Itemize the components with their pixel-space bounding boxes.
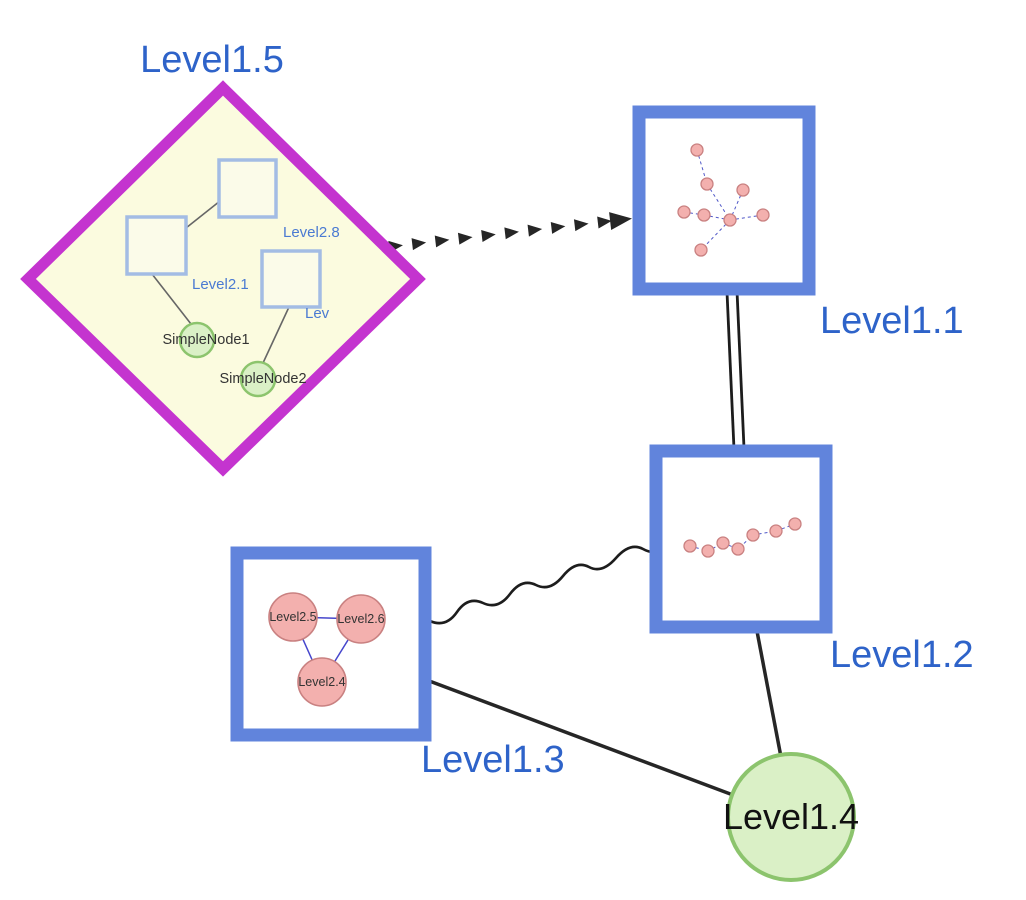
subnode-level21[interactable] [125, 215, 188, 276]
node-level14-group: Level1.4 [723, 752, 859, 882]
level11-mini-node[interactable] [690, 143, 704, 157]
level12-label: Level1.2 [830, 634, 974, 676]
simplenode2-label: SimpleNode2 [219, 371, 306, 387]
level28-label: Level2.8 [283, 224, 340, 241]
subnode-lev[interactable] [260, 249, 322, 309]
edge-level21-simplenode1 [151, 273, 192, 325]
level11-mini-node[interactable] [677, 205, 691, 219]
node-level11[interactable] [632, 105, 816, 296]
level12-mini-node[interactable] [788, 517, 802, 531]
node-level15[interactable] [20, 80, 426, 477]
subnode-simplenode1[interactable] [178, 321, 216, 359]
subnode-level24[interactable] [297, 657, 347, 707]
node-level12-group: Level1.2 [649, 444, 974, 676]
node-level15-group: Level1.5 Level2.8 Level2.1 Lev SimpleNod… [20, 39, 426, 477]
edge-lev-simplenode2 [262, 306, 290, 364]
level11-mini-node[interactable] [700, 177, 714, 191]
node-level13[interactable] [230, 546, 432, 742]
level12-mini-node[interactable] [716, 536, 730, 550]
level26-label: Level2.6 [337, 612, 384, 626]
subnode-level25[interactable] [268, 592, 318, 642]
level12-mini-node[interactable] [746, 528, 760, 542]
subnode-simplenode2[interactable] [239, 360, 277, 398]
level11-mini-node[interactable] [723, 213, 737, 227]
edge-level13-level12[interactable] [429, 544, 658, 625]
level11-mini-node[interactable] [694, 243, 708, 257]
level15-label: Level1.5 [140, 39, 284, 81]
edge-level21-level28 [185, 200, 221, 229]
subnode-level28[interactable] [217, 158, 278, 219]
edge-level15-level11[interactable] [388, 212, 632, 253]
level12-mini-node[interactable] [701, 544, 715, 558]
edge-level11-level12[interactable] [725, 290, 746, 450]
level11-mini-node[interactable] [756, 208, 770, 222]
level21-label: Level2.1 [192, 276, 249, 293]
level11-label: Level1.1 [820, 300, 964, 342]
node-level12[interactable] [649, 444, 833, 634]
node-level13-group: Level2.5 Level2.6 Level2.4 Level1.3 [230, 546, 565, 781]
node-level14[interactable] [726, 752, 856, 882]
level13-label: Level1.3 [421, 739, 565, 781]
level12-mini-node[interactable] [731, 542, 745, 556]
edge-level13-level14[interactable] [423, 677, 734, 797]
level25-label: Level2.5 [269, 610, 316, 624]
lev-label: Lev [305, 305, 330, 322]
double-edge-line-left [725, 291, 736, 450]
level12-mini-node[interactable] [683, 539, 697, 553]
level11-mini-node[interactable] [697, 208, 711, 222]
level11-inner-edges [683, 149, 764, 251]
edge-level12-level14[interactable] [754, 625, 783, 758]
level24-label: Level2.4 [298, 675, 345, 689]
double-edge-line-right [735, 290, 746, 449]
subnode-level26[interactable] [336, 594, 386, 644]
level12-mini-node[interactable] [769, 524, 783, 538]
level14-label: Level1.4 [723, 796, 859, 837]
node-level11-group: Level1.1 [632, 105, 964, 342]
level11-mini-node[interactable] [736, 183, 750, 197]
simplenode1-label: SimpleNode1 [162, 332, 249, 348]
